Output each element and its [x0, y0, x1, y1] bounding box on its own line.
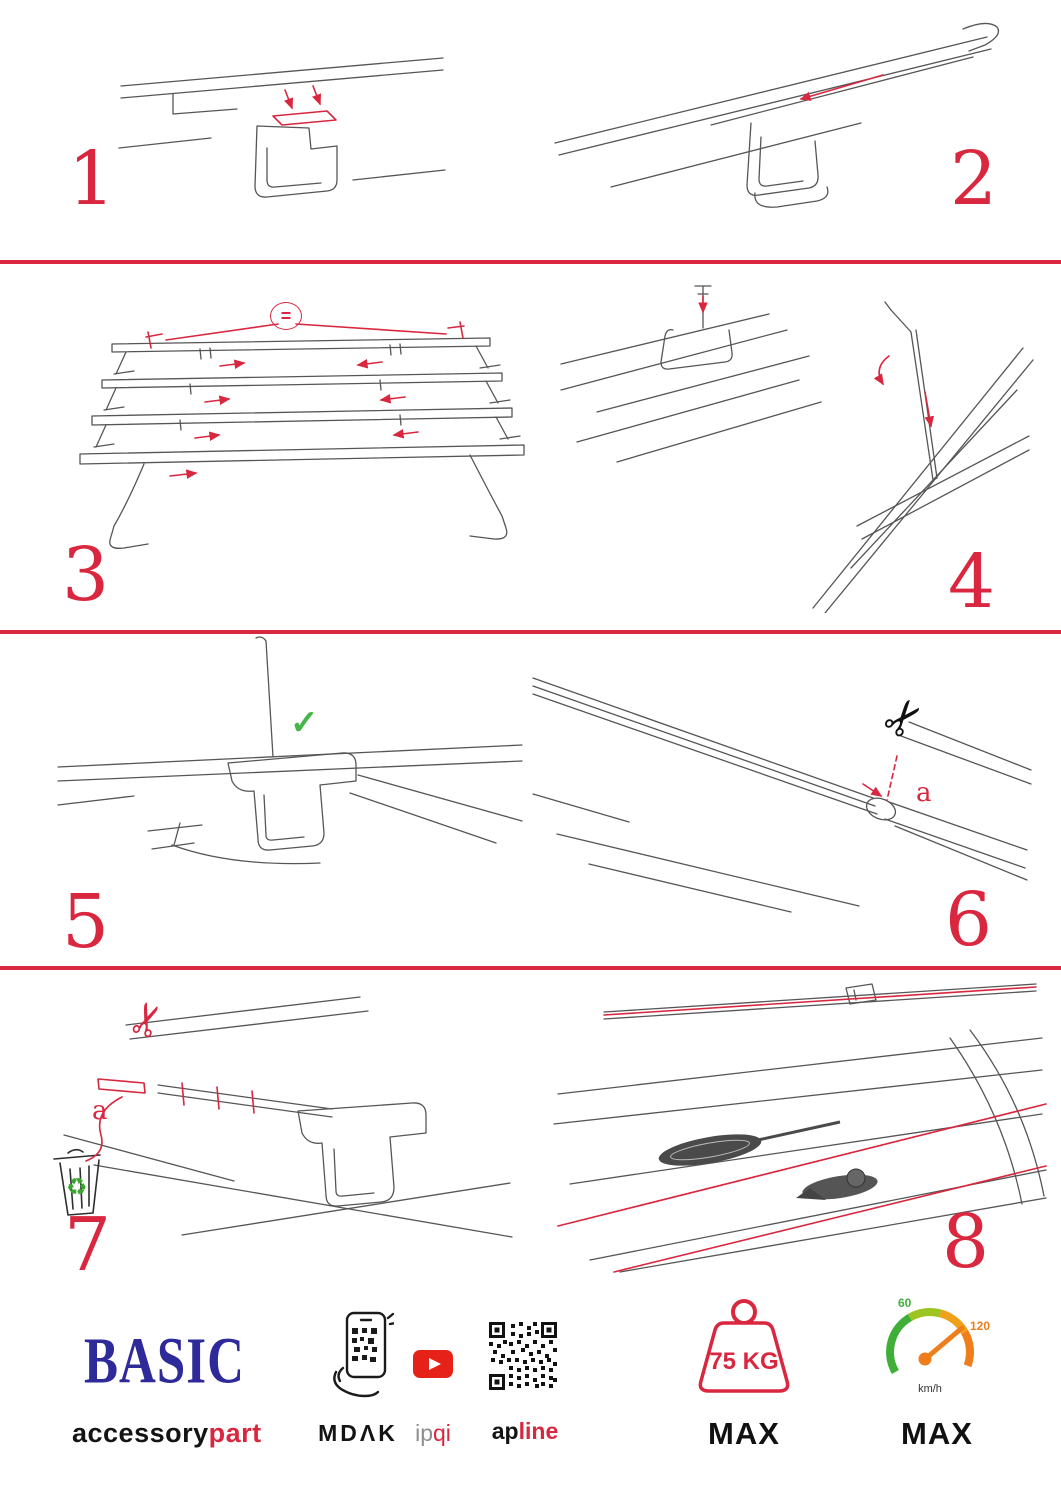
- equal-sign: =: [280, 306, 292, 326]
- section-divider: [0, 260, 1061, 264]
- qr-code-icon: [489, 1322, 557, 1390]
- section-divider: [0, 630, 1061, 634]
- strap-clamps: [658, 1120, 878, 1200]
- step-4-drawing: [560, 285, 1034, 613]
- label-a: a: [916, 778, 932, 808]
- logo-ipqi-grey: ip: [415, 1420, 433, 1446]
- brand-subtitle-red: part: [208, 1418, 262, 1448]
- step-8-number: 8: [942, 1199, 990, 1285]
- step-1-number: 1: [68, 136, 116, 222]
- equal-spacing-icon: =: [270, 302, 302, 330]
- step-4-number: 4: [948, 539, 996, 625]
- step-3-drawing: [79, 321, 525, 549]
- speed-max-label: MAX: [901, 1416, 973, 1451]
- logo-apline: apline: [482, 1418, 568, 1445]
- youtube-icon: [413, 1350, 453, 1378]
- brand-subtitle: accessorypart: [72, 1418, 262, 1449]
- step-1-drawing: [118, 57, 446, 198]
- step-8-drawing: [553, 983, 1047, 1273]
- step-3-number: 3: [62, 532, 110, 618]
- step-6-number: 6: [945, 877, 993, 963]
- phone-qr-scan-icon: [333, 1311, 394, 1398]
- logo-ipqi-red: qi: [433, 1420, 451, 1446]
- logo-apline-black: ap: [491, 1418, 519, 1444]
- label-a: a: [92, 1096, 108, 1126]
- step-2-drawing: [554, 22, 1000, 208]
- speed-120-label: 120: [970, 1319, 990, 1333]
- speedometer-icon: 60 120 km/h: [886, 1296, 990, 1395]
- step-2-number: 2: [950, 136, 998, 222]
- max-weight-icon: 75 KG: [698, 1299, 790, 1393]
- step-7-number: 7: [64, 1202, 112, 1288]
- logo-ipqi: ipqi: [398, 1420, 468, 1447]
- brand-title: BASIC: [84, 1323, 246, 1398]
- section-divider: [0, 966, 1061, 970]
- step-7-drawing: [53, 996, 513, 1238]
- logo-apline-red: line: [518, 1418, 559, 1444]
- step-5-drawing: [57, 636, 523, 865]
- logo-mdak: MDΛK: [318, 1420, 398, 1446]
- speed-unit-label: km/h: [918, 1383, 942, 1395]
- check-icon: ✓: [290, 704, 319, 742]
- step-6-drawing: [532, 677, 1032, 913]
- recycle-icon: ♻: [66, 1174, 88, 1201]
- speed-60-label: 60: [898, 1296, 912, 1310]
- weight-value: 75 KG: [709, 1348, 778, 1375]
- brand-subtitle-black: accessory: [72, 1418, 209, 1448]
- weight-max-label: MAX: [708, 1416, 780, 1451]
- step-5-number: 5: [62, 879, 110, 965]
